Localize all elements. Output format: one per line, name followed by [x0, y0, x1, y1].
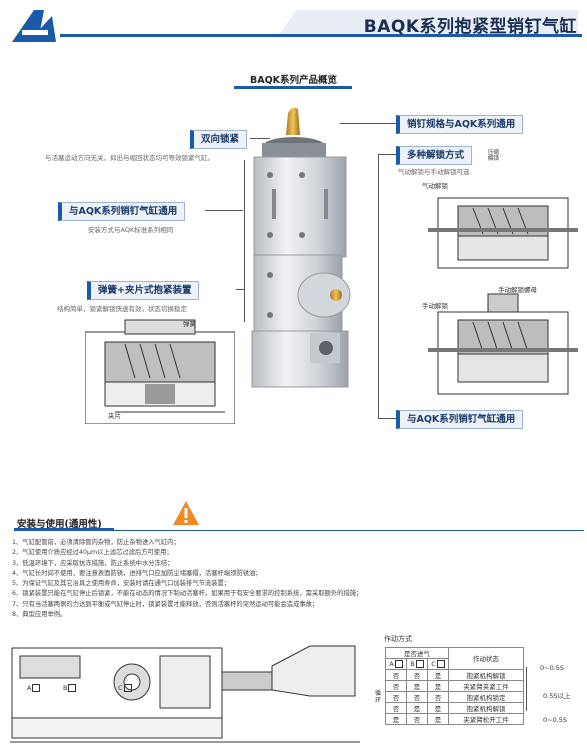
leader-line: [236, 289, 244, 290]
usage-rule: [14, 530, 584, 531]
timing-bracket: [526, 667, 527, 711]
manual-unlock-nut-label: 手动解锁螺母: [498, 286, 537, 294]
usage-notes-list: 1、气缸配管前，必须清除管内杂物，防止杂物进入气缸内； 2、气缸使用介质应经过4…: [12, 538, 362, 620]
timing-label: 0~0.5S: [543, 716, 568, 724]
table-row: 是否是夹紧臂松开工件: [371, 712, 524, 725]
header-tab-background: [278, 10, 578, 36]
manual-unlock-diagram: [428, 293, 578, 395]
leader-line: [340, 123, 396, 124]
status-header: 作动状态: [448, 647, 524, 670]
action-table-title: 作动方式: [384, 635, 412, 643]
usage-note: 2、气缸使用介质应经过40μm以上滤芯过滤后方可使用；: [12, 549, 173, 557]
warning-icon: [173, 501, 199, 525]
product-illustration: [251, 107, 351, 388]
usage-note: 7、只有当活塞两侧的力达到平衡或气缸停止时，锁紧装置才能释放，否则活塞杆的突然运…: [12, 600, 319, 608]
callout-compatible-aqk-bottom: 与AQK系列销钉气缸通用: [396, 410, 524, 429]
port-a-label: A: [27, 684, 41, 692]
usage-note: 8、典型应用举例。: [12, 611, 67, 619]
timing-label: 0~0.5S: [540, 664, 565, 672]
callout-note: 结构简单，锁紧解锁快速有效，状态切换稳定: [57, 305, 187, 313]
port-box-icon: [68, 684, 77, 692]
timing-label: 0.5S以上: [543, 692, 571, 700]
spring-clip-section-diagram: [85, 319, 235, 424]
bracket-line: [244, 160, 245, 258]
col-b-header: B: [406, 658, 428, 670]
application-example-drawing: [10, 645, 360, 743]
page-title: BAQK系列抱紧型销钉气缸: [363, 17, 577, 37]
table-row: 否是是夹紧臂夹紧工件: [371, 679, 524, 692]
leader-line: [250, 138, 270, 139]
usage-note: 5、为保证气缸及其它治具之使用寿命，安装时请在通气口加装排气节流装置；: [12, 580, 231, 588]
usage-title: 安装与使用(通用性): [17, 519, 102, 530]
clip-label: 夹片: [108, 412, 121, 420]
leader-line: [205, 210, 243, 211]
bracket-line: [244, 254, 245, 322]
port-box-icon: [32, 684, 41, 692]
unlock-tag: 压缩解锁: [488, 150, 500, 162]
port-c-label: C: [118, 684, 132, 692]
manual-unlock-label: 手动解锁: [422, 302, 448, 310]
overview-underline: [234, 86, 352, 89]
pneumatic-unlock-label: 气动解锁: [422, 182, 448, 190]
leader-line: [378, 418, 396, 419]
table-row: 循环 否否是抱紧机构解锁: [371, 668, 524, 704]
callout-pin-spec: 销钉规格与AQK系列通用: [396, 115, 524, 134]
callout-spring-clip-lock: 弹簧+夹片式抱紧装置: [87, 281, 200, 300]
cycle-label: 循环: [374, 689, 381, 704]
usage-rule-accent: [14, 528, 114, 531]
action-table: 是否进气 作动状态 A B C 循环 否否是抱紧机构解锁 否是是夹紧臂夹紧工件 …: [371, 647, 524, 725]
header-rule: [60, 34, 582, 37]
usage-note: 3、低温环境下，应采取抗冻措施，防止系统中水分冻结；: [12, 559, 174, 567]
col-a-header: A: [385, 658, 407, 670]
table-row: 否否否抱紧机构锁定: [371, 690, 524, 703]
company-logo-icon: [12, 10, 56, 42]
port-b-label: B: [63, 684, 77, 692]
overview-title: BAQK系列产品概览: [249, 75, 338, 86]
callout-bidirectional-lock: 双向锁紧: [190, 130, 248, 149]
callout-compatible-aqk: 与AQK系列销钉气缸通用: [58, 202, 186, 221]
pneumatic-unlock-diagram: [428, 197, 578, 269]
callout-unlock-methods: 多种解锁方式: [396, 146, 473, 165]
intake-header: 是否进气: [385, 647, 449, 659]
callout-note: 与活塞运动方向无关，抑出与缩回状态均可等效锁紧气缸。: [45, 154, 214, 162]
leader-line: [378, 154, 396, 155]
usage-note: 6、锁紧装置只能在气缸停止后锁紧，不能在动态的情况下制动活塞杆。如果用于有安全要…: [12, 590, 363, 598]
port-box-icon: [123, 684, 132, 692]
spring-label: 弹簧: [183, 320, 196, 328]
callout-note: 气动解锁与手动解锁可选: [398, 168, 470, 176]
col-c-header: C: [427, 658, 449, 670]
bracket-line: [378, 154, 379, 418]
callout-note: 安装方式与AQK标准系列相同: [88, 226, 174, 234]
usage-note: 1、气缸配管前，必须清除管内杂物，防止杂物进入气缸内；: [12, 539, 180, 546]
usage-note: 4、气缸长时间不使用，要注意表面防锈，进排气口应加防尘堵塞帽，活塞杆端须防锈油；: [12, 569, 262, 577]
table-row: 否是是抱紧机构解锁: [371, 701, 524, 714]
